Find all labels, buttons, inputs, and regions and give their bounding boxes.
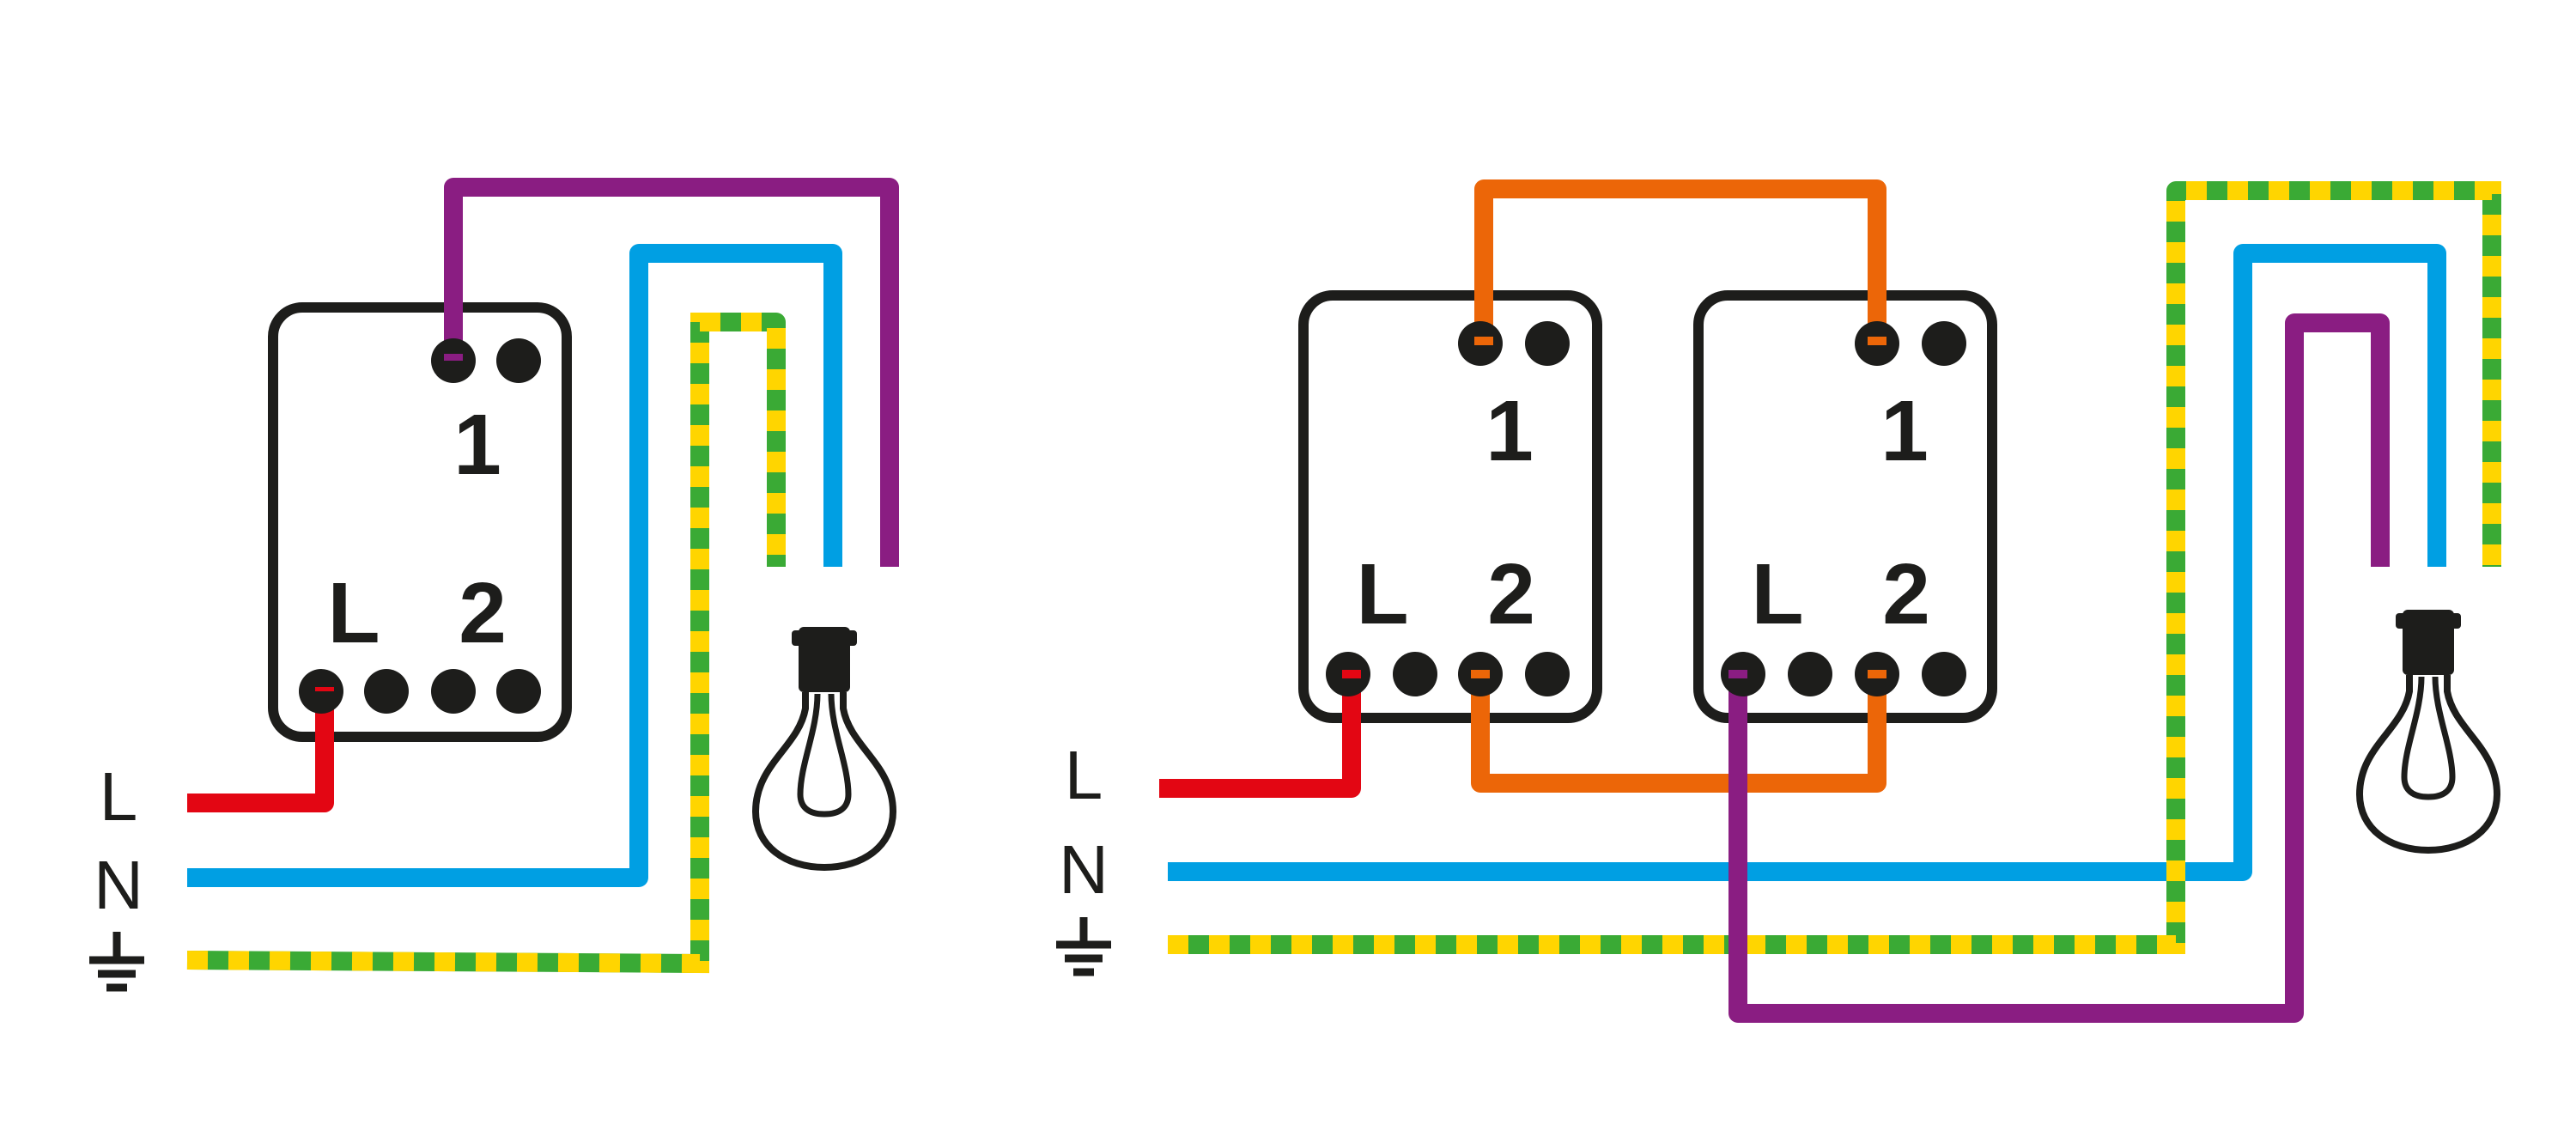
switch-b-terminal-label-L: L [1751,546,1803,642]
terminal-screw [431,669,476,714]
two-way-switch-diagram: 1 L 2 1 L 2 L N [1056,179,2501,1023]
supply-label-neutral: N [1059,831,1109,908]
supply-label-neutral: N [94,847,143,923]
supply-label-live: L [100,758,138,835]
terminal-label-1: 1 [453,397,501,493]
neutral-wire [187,244,842,887]
earth-wire [1168,181,2501,954]
terminal-screw [1525,321,1570,366]
switch-box [268,302,572,742]
traveller-wire-lower [1471,678,1886,793]
earth-wire [186,313,786,974]
switch-box-b [1693,290,1997,723]
supply-label-live: L [1065,737,1103,813]
switched-live-wire [444,178,899,567]
switched-live-wire [1728,313,2390,1023]
terminal-screw [1788,652,1832,696]
terminal-label-2: 2 [459,565,507,661]
earth-ground-icon [1056,917,1111,976]
terminal-screw [1525,652,1570,696]
terminal-screw [496,338,541,383]
switch-a-terminal-label-2: 2 [1487,546,1535,642]
earth-ground-icon [89,932,144,992]
switch-b-terminal-label-1: 1 [1880,383,1929,479]
traveller-wire-upper [1474,179,1886,345]
light-bulb-icon [751,627,897,872]
switch-terminals [299,338,541,714]
terminal-screw [1922,652,1966,696]
terminal-screw [1922,321,1966,366]
terminal-screw [364,669,409,714]
switch-a-terminal-label-1: 1 [1485,383,1534,479]
live-wire [1159,678,1361,798]
switch-b-terminal-label-2: 2 [1882,546,1930,642]
switch-a-terminal-label-L: L [1356,546,1408,642]
live-wire [187,687,334,812]
switch-box-a [1298,290,1602,723]
light-bulb-icon [2355,610,2501,854]
neutral-wire [1168,244,2446,881]
terminal-screw [496,669,541,714]
terminal-label-L: L [327,565,380,661]
terminal-screw [1393,652,1437,696]
single-switch-diagram: 1 L 2 L N [89,178,899,992]
